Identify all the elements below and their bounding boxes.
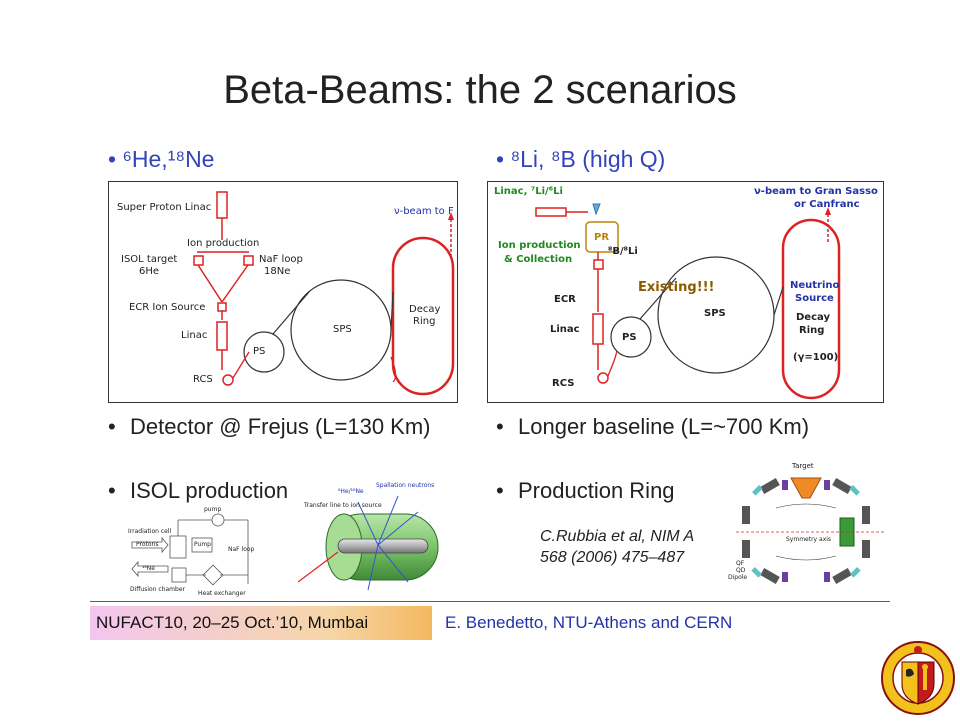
diffusion-label: Diffusion chamber xyxy=(130,586,185,593)
sps-label: SPS xyxy=(704,308,726,319)
existing-label: Existing!!! xyxy=(638,280,715,295)
production-ring-svg xyxy=(736,477,886,584)
isol-sketch: pump Irradiation cell Protons Pump NaF l… xyxy=(128,506,262,600)
decay-ring-shape xyxy=(781,218,841,400)
left-heading: • ⁶He,¹⁸Ne xyxy=(108,146,215,172)
slide-title: Beta-Beams: the 2 scenarios xyxy=(223,68,737,112)
linac2-box xyxy=(592,313,604,345)
irradiation-label: Irradiation cell xyxy=(128,528,172,535)
target-sketch-svg xyxy=(298,495,439,591)
isol-target-label: ISOL target xyxy=(121,254,178,265)
ecr-label: ECR xyxy=(554,294,576,305)
target-label: Target xyxy=(792,462,814,470)
linac2-label: Linac xyxy=(550,324,580,335)
isol-sketch-svg xyxy=(131,513,249,586)
decay-ring-shape xyxy=(391,236,455,396)
seal-icon xyxy=(881,641,955,715)
ion-production-label: Ion production xyxy=(498,240,581,251)
citation: C.Rubbia et al, NIM A 568 (2006) 475–487 xyxy=(540,526,694,568)
decay-label: Decay xyxy=(409,304,441,315)
naf-box xyxy=(243,255,254,266)
pr-box xyxy=(585,221,619,253)
citation-line2: 568 (2006) 475–487 xyxy=(540,549,685,566)
right-bullet-baseline: •Longer baseline (L=~700 Km) xyxy=(496,414,810,439)
nu-beam-label: ν-beam to F xyxy=(394,206,454,217)
ecr-label: ECR Ion Source xyxy=(129,302,206,313)
protons-label: Protons xyxy=(136,541,159,548)
gamma-label: (γ=100) xyxy=(793,352,839,363)
rcs-ring xyxy=(597,372,609,384)
nu-beam-label: ν-beam to Gran Sasso xyxy=(754,186,878,197)
spallation-label: Spallation neutrons xyxy=(376,482,435,489)
left-bullet-isol: •ISOL production xyxy=(108,478,289,503)
nu-beam2-label: or Canfranc xyxy=(794,199,860,210)
naf-isotope-label: 18Ne xyxy=(264,266,291,277)
right-bullet-production-ring: •Production Ring xyxy=(496,478,675,503)
linac-box xyxy=(535,207,567,217)
naf-loop-label: NaF loop xyxy=(259,254,303,265)
rcs-ring xyxy=(222,374,234,386)
left-bullet-isol-text: ISOL production xyxy=(130,478,289,503)
right-diagram-svg xyxy=(535,203,841,400)
left-diagram: Super Proton Linac Ion production ISOL t… xyxy=(108,181,458,403)
ps-label: PS xyxy=(622,332,637,343)
spl-box xyxy=(216,191,228,219)
ring-label: Ring xyxy=(413,316,436,327)
rcs-label: RCS xyxy=(552,378,575,389)
left-bullet-detector-text: Detector @ Frejus (L=130 Km) xyxy=(130,414,431,439)
footer-conference-box xyxy=(90,606,432,640)
footer-conference: NUFACT10, 20–25 Oct.’10, Mumbai xyxy=(96,613,369,632)
decay-label: Decay xyxy=(796,312,830,323)
linac-label: Linac xyxy=(181,330,208,341)
university-seal-logo xyxy=(880,640,956,716)
isol-isotope-label: 6He xyxy=(139,266,160,277)
pump-label: pump xyxy=(204,506,222,513)
naf-label: NaF loop xyxy=(228,546,255,553)
qd-label: QD xyxy=(736,567,746,574)
neutrino-label: Neutrino xyxy=(790,280,840,291)
heat-label: Heat exchanger xyxy=(198,590,246,597)
collection-label: & Collection xyxy=(504,254,573,265)
production-ring-sketch: Target Symmetry axis QF QD Dipole xyxy=(728,460,886,596)
isotopes-sketch-label: ⁶He/¹⁸Ne xyxy=(338,488,364,495)
linac-box xyxy=(216,321,228,351)
sps-label: SPS xyxy=(333,324,352,335)
ps-ring xyxy=(610,316,652,358)
right-diagram: Linac, ⁷Li/⁶Li PR Ion production & Colle… xyxy=(487,181,884,403)
pump-box-label: Pump xyxy=(194,541,211,548)
linac-label: Linac, ⁷Li/⁶Li xyxy=(494,186,563,197)
ion-box xyxy=(593,259,604,270)
ps-label: PS xyxy=(253,346,266,357)
left-diagram-svg xyxy=(193,191,455,396)
ion-production-label: Ion production xyxy=(187,238,260,249)
right-bullet-production-ring-text: Production Ring xyxy=(518,478,675,503)
footer-author: E. Benedetto, NTU-Athens and CERN xyxy=(445,613,733,632)
ring-label: Ring xyxy=(799,325,825,336)
footer-rule xyxy=(90,601,890,602)
right-heading: • ⁸Li, ⁸B (high Q) xyxy=(496,146,666,172)
rcs-label: RCS xyxy=(193,374,213,385)
symmetry-label: Symmetry axis xyxy=(786,536,832,543)
left-bullet-detector: •Detector @ Frejus (L=130 Km) xyxy=(108,414,431,439)
citation-line1: C.Rubbia et al, NIM A xyxy=(540,528,695,545)
target-sketch: Spallation neutrons ⁶He/¹⁸Ne Transfer li… xyxy=(298,482,458,598)
ps-ring xyxy=(243,331,285,373)
dipole-label: Dipole xyxy=(728,574,748,581)
to-ion-label: ¹⁸Ne xyxy=(142,565,155,572)
pr-label: PR xyxy=(594,232,610,243)
isotopes-label: ⁸B/⁸Li xyxy=(608,246,638,257)
isol-box xyxy=(193,255,204,266)
right-bullet-baseline-text: Longer baseline (L=~700 Km) xyxy=(518,414,810,439)
source-label: Source xyxy=(795,293,834,304)
transfer-line-label: Transfer line to ion source xyxy=(304,502,382,509)
ecr-box xyxy=(217,302,227,312)
spl-label: Super Proton Linac xyxy=(117,202,212,213)
qf-label: QF xyxy=(736,560,745,567)
